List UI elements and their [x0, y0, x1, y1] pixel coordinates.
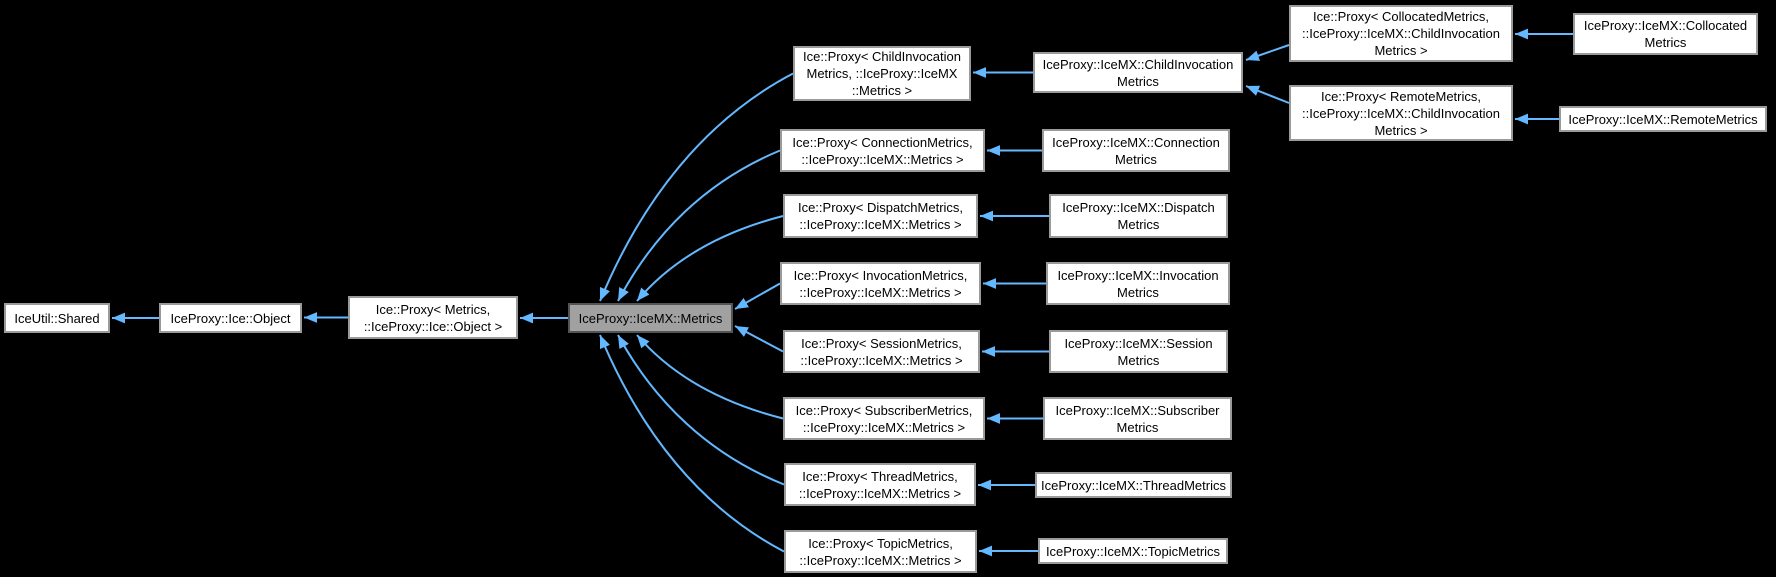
node-shared[interactable]: IceUtil::Shared [4, 303, 110, 333]
inheritance-arrow-proxy-session-to-icemx-metrics [734, 325, 784, 353]
class-node-label: IceProxy::IceMX::Dispatch Metrics [1062, 200, 1215, 232]
node-icemx-dispatch[interactable]: IceProxy::IceMX::Dispatch Metrics [1049, 194, 1228, 238]
node-icemx-metrics: IceProxy::IceMX::Metrics [568, 303, 733, 333]
class-node-label: Ice::Proxy< Metrics, ::IceProxy::Ice::Ob… [363, 301, 503, 334]
inheritance-arrow-proxy-invocation-to-icemx-metrics [734, 282, 781, 310]
class-node-label: IceProxy::IceMX::Invocation Metrics [1057, 267, 1219, 300]
node-proxy-remote[interactable]: Ice::Proxy< RemoteMetrics, ::IceProxy::I… [1289, 85, 1513, 141]
class-node-label: IceProxy::IceMX::Collocated Metrics [1583, 18, 1748, 50]
class-node-label: IceProxy::IceMX::ChildInvocation Metrics [1042, 56, 1234, 89]
node-proxy-metrics[interactable]: Ice::Proxy< Metrics, ::IceProxy::Ice::Ob… [348, 296, 518, 339]
class-node-label: Ice::Proxy< SessionMetrics, ::IceProxy::… [800, 335, 963, 368]
node-icemx-subscriber[interactable]: IceProxy::IceMX::Subscriber Metrics [1043, 397, 1232, 440]
inheritance-arrow-proxy-topic-to-icemx-metrics [599, 334, 785, 553]
class-node-label: IceProxy::IceMX::Session Metrics [1064, 335, 1213, 368]
node-ice-object[interactable]: IceProxy::Ice::Object [159, 303, 302, 333]
class-node-label: IceProxy::Ice::Object [170, 310, 291, 326]
node-proxy-session[interactable]: Ice::Proxy< SessionMetrics, ::IceProxy::… [783, 330, 980, 373]
class-node-label: Ice::Proxy< InvocationMetrics, ::IceProx… [793, 267, 968, 300]
class-node-label: Ice::Proxy< ThreadMetrics, ::IceProxy::I… [798, 468, 962, 501]
node-proxy-topic[interactable]: Ice::Proxy< TopicMetrics, ::IceProxy::Ic… [784, 530, 977, 573]
node-icemx-thread[interactable]: IceProxy::IceMX::ThreadMetrics [1035, 472, 1232, 498]
node-proxy-connection[interactable]: Ice::Proxy< ConnectionMetrics, ::IceProx… [780, 129, 985, 172]
inheritance-arrow-proxy-childinvocation-to-icemx-metrics [599, 72, 794, 302]
class-node-label: IceProxy::IceMX::Metrics [578, 310, 723, 326]
class-node-label: Ice::Proxy< RemoteMetrics, ::IceProxy::I… [1302, 88, 1500, 138]
node-proxy-invocation[interactable]: Ice::Proxy< InvocationMetrics, ::IceProx… [780, 262, 981, 305]
inheritance-arrow-proxy-remote-to-icemx-childinvocation [1245, 85, 1290, 104]
inheritance-arrow-proxy-subscriber-to-icemx-metrics [636, 334, 784, 420]
inheritance-arrow-proxy-thread-to-icemx-metrics [617, 334, 785, 486]
class-node-label: Ice::Proxy< CollocatedMetrics, ::IceProx… [1302, 9, 1500, 58]
class-node-label: Ice::Proxy< DispatchMetrics, ::IceProxy:… [797, 200, 964, 232]
node-icemx-session[interactable]: IceProxy::IceMX::Session Metrics [1049, 330, 1228, 373]
class-node-label: IceProxy::IceMX::Connection Metrics [1052, 134, 1220, 167]
inheritance-arrow-proxy-collocated-to-icemx-childinvocation [1245, 44, 1290, 61]
inheritance-arrow-proxy-dispatch-to-icemx-metrics [636, 215, 784, 302]
node-icemx-collocated[interactable]: IceProxy::IceMX::Collocated Metrics [1573, 13, 1758, 55]
class-node-label: Ice::Proxy< ChildInvocation Metrics, ::I… [803, 49, 961, 98]
node-proxy-thread[interactable]: Ice::Proxy< ThreadMetrics, ::IceProxy::I… [784, 463, 976, 506]
class-node-label: IceProxy::IceMX::ThreadMetrics [1041, 477, 1226, 493]
node-proxy-subscriber[interactable]: Ice::Proxy< SubscriberMetrics, ::IceProx… [783, 397, 985, 440]
class-node-label: IceUtil::Shared [14, 310, 100, 326]
node-icemx-remote[interactable]: IceProxy::IceMX::RemoteMetrics [1559, 106, 1767, 132]
class-node-label: Ice::Proxy< SubscriberMetrics, ::IceProx… [795, 402, 973, 435]
node-icemx-invocation[interactable]: IceProxy::IceMX::Invocation Metrics [1046, 262, 1230, 305]
node-icemx-topic[interactable]: IceProxy::IceMX::TopicMetrics [1038, 538, 1228, 564]
class-node-label: Ice::Proxy< ConnectionMetrics, ::IceProx… [792, 134, 973, 167]
node-proxy-collocated[interactable]: Ice::Proxy< CollocatedMetrics, ::IceProx… [1289, 5, 1513, 62]
node-icemx-connection[interactable]: IceProxy::IceMX::Connection Metrics [1042, 129, 1230, 172]
class-node-label: Ice::Proxy< TopicMetrics, ::IceProxy::Ic… [799, 535, 962, 568]
node-icemx-childinvocation[interactable]: IceProxy::IceMX::ChildInvocation Metrics [1033, 52, 1243, 93]
class-node-label: IceProxy::IceMX::TopicMetrics [1045, 543, 1221, 559]
class-node-label: IceProxy::IceMX::RemoteMetrics [1568, 111, 1758, 127]
class-node-label: IceProxy::IceMX::Subscriber Metrics [1055, 402, 1220, 435]
node-proxy-dispatch[interactable]: Ice::Proxy< DispatchMetrics, ::IceProxy:… [783, 194, 978, 238]
inheritance-arrow-proxy-connection-to-icemx-metrics [617, 149, 781, 302]
node-proxy-childinvocation[interactable]: Ice::Proxy< ChildInvocation Metrics, ::I… [793, 46, 971, 101]
